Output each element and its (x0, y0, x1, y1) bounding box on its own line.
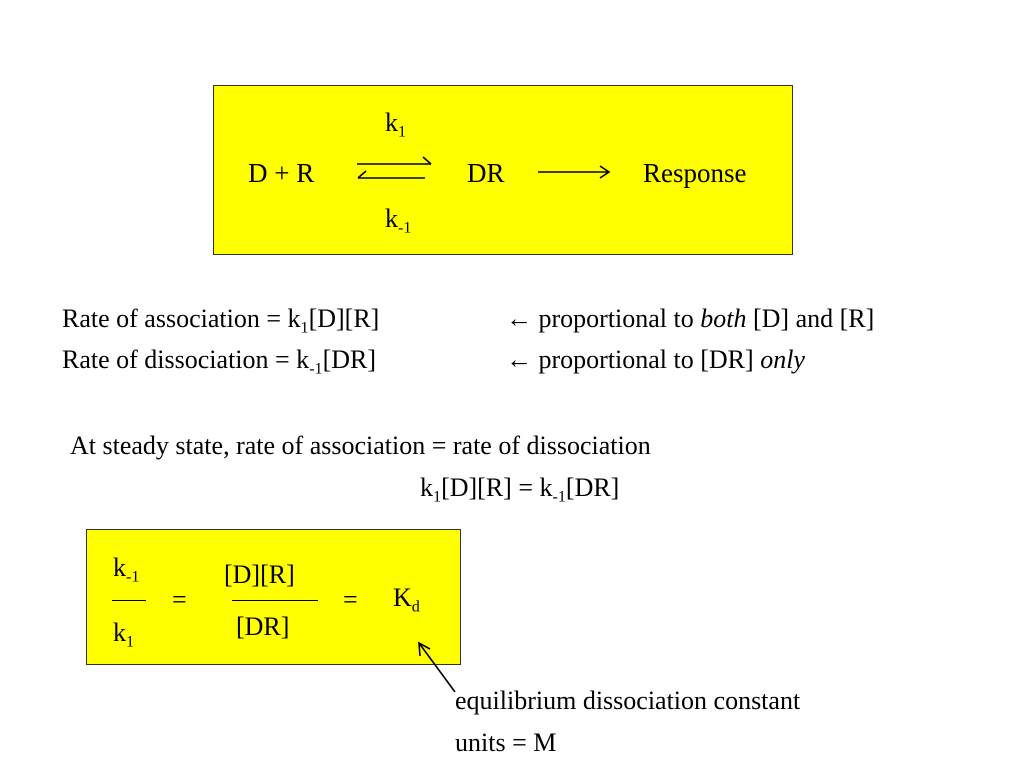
kd-equals-2: = (343, 585, 358, 614)
kd-fraction2-bar (232, 600, 318, 601)
complex-label: DR (467, 158, 505, 188)
association-rate-text: Rate of association = k1[D][R] (62, 304, 380, 337)
reactants-label: D + R (248, 158, 315, 188)
kd-fraction1-bar (112, 600, 146, 601)
dissociation-note: ← proportional to [DR] only (506, 345, 805, 374)
k-reverse-label: k-1 (385, 204, 412, 237)
k-forward-label: k1 (385, 108, 407, 141)
kd-fraction2-denominator: [DR] (236, 612, 290, 641)
product-label: Response (643, 158, 747, 188)
kd-symbol: Kd (393, 583, 420, 616)
kd-equation-box (86, 529, 461, 665)
steady-state-equation: k1[D][R] = k-1[DR] (420, 473, 620, 506)
reaction-scheme-box (213, 85, 793, 255)
annotation-line-2: units = M (455, 728, 557, 757)
kd-fraction1-numerator: k-1 (113, 553, 140, 586)
kd-fraction2-numerator: [D][R] (224, 560, 295, 589)
kd-fraction1-denominator: k1 (113, 618, 135, 651)
dissociation-rate-text: Rate of dissociation = k-1[DR] (62, 345, 377, 378)
steady-state-statement: At steady state, rate of association = r… (70, 431, 651, 460)
annotation-line-1: equilibrium dissociation constant (455, 686, 801, 715)
kd-equals-1: = (172, 585, 187, 614)
association-note: ← proportional to both [D] and [R] (506, 304, 875, 333)
